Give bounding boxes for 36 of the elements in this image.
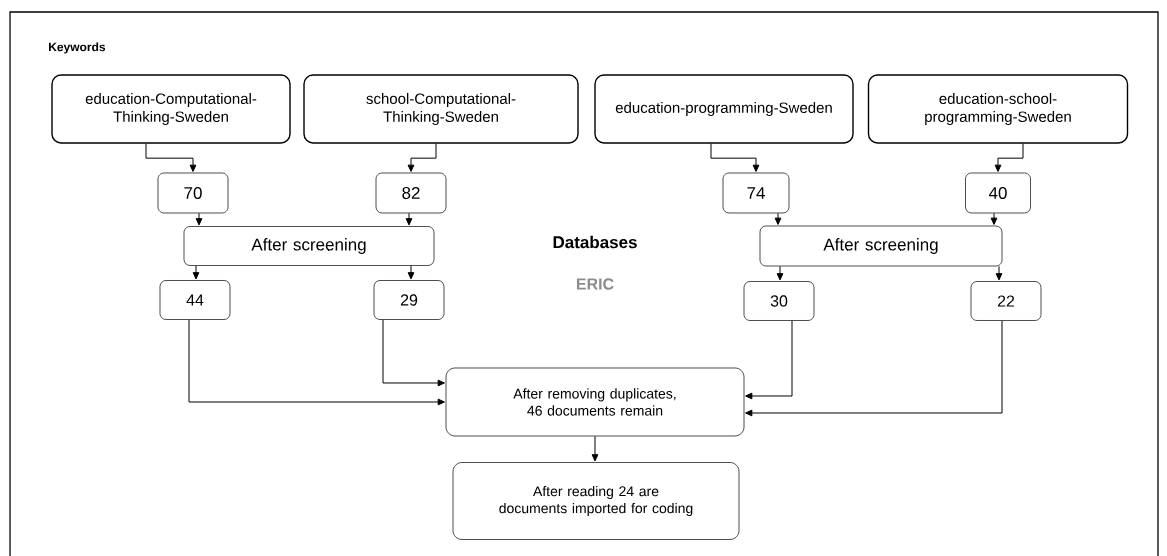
arrow	[774, 212, 782, 225]
number-box: 44	[159, 280, 231, 320]
number-box: 82	[375, 172, 447, 214]
database-name: ERIC	[576, 278, 614, 290]
process-box: After screening	[183, 226, 435, 266]
process-box: After reading 24 are documents imported for coding	[452, 462, 740, 540]
arrow	[407, 265, 415, 280]
arrow	[995, 265, 1003, 281]
arrow	[405, 212, 413, 226]
arrow	[192, 265, 200, 280]
process-box: After removing duplicates, 46 documents remain	[445, 367, 745, 437]
number-box: 74	[722, 172, 790, 214]
arrow	[407, 143, 437, 172]
arrow	[994, 143, 1024, 172]
heading: Keywords	[49, 42, 106, 54]
number-box: 70	[157, 172, 229, 214]
arrow	[145, 143, 197, 172]
arrow	[195, 212, 203, 226]
arrow	[188, 319, 445, 406]
arrow	[745, 320, 793, 400]
process-box: After screening	[759, 225, 1003, 267]
number-box: 29	[373, 280, 445, 320]
process-box: school-Computational-Thinking-Sweden	[303, 74, 579, 144]
process-box: education-Computational-Thinking-Sweden	[51, 74, 291, 144]
arrow	[776, 265, 784, 281]
arrow	[382, 319, 445, 387]
number-box: 40	[965, 172, 1031, 214]
arrow	[745, 320, 1003, 417]
heading: Databases	[553, 235, 637, 249]
arrow	[710, 143, 760, 172]
arrow	[990, 212, 998, 225]
arrow	[591, 435, 599, 462]
process-box: education-school-programming-Sweden	[867, 74, 1129, 144]
process-box: education-programming-Sweden	[594, 74, 854, 144]
number-box: 22	[970, 281, 1042, 321]
number-box: 30	[743, 281, 815, 321]
